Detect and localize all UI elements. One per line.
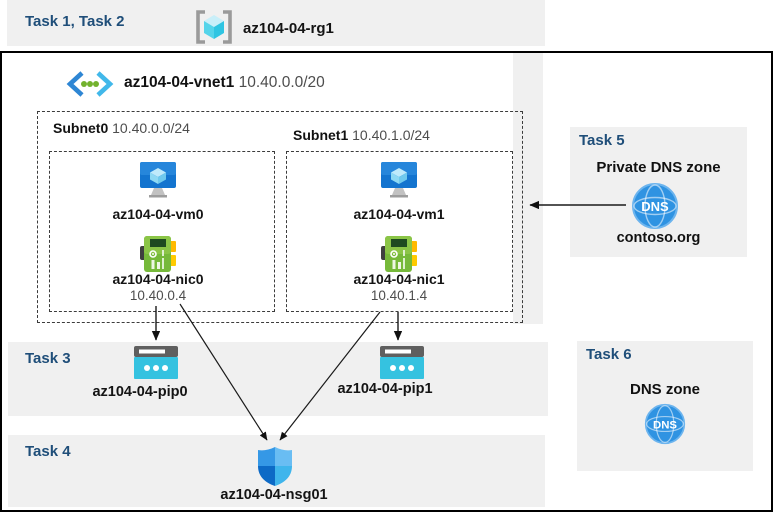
dns-icon-text: DNS bbox=[641, 199, 669, 214]
subnet1-label: Subnet1 10.40.1.0/24 bbox=[293, 127, 430, 143]
vm0-name: az104-04-vm0 bbox=[112, 206, 204, 222]
vm-icon bbox=[381, 162, 417, 198]
nsg-icon bbox=[258, 447, 292, 486]
subnet0-name: Subnet0 bbox=[53, 120, 109, 136]
subnet0-cidr: 10.40.0.0/24 bbox=[112, 120, 190, 136]
vm1-name: az104-04-vm1 bbox=[353, 206, 445, 222]
task4-label: Task 4 bbox=[25, 443, 71, 460]
public-ip-icon bbox=[380, 346, 424, 379]
vm-icon bbox=[140, 162, 176, 198]
vnet-cidr: 10.40.0.0/20 bbox=[238, 74, 325, 91]
resource-group-icon bbox=[196, 10, 232, 44]
pip1-name: az104-04-pip1 bbox=[337, 381, 433, 397]
nic0-name: az104-04-nic0 bbox=[112, 271, 204, 287]
dns-icon: DNS bbox=[632, 183, 678, 229]
nic1-ip: 10.40.1.4 bbox=[370, 288, 428, 303]
task5-title: Private DNS zone bbox=[596, 159, 721, 176]
dns-icon-text: DNS bbox=[653, 419, 677, 431]
resource-group-name: az104-04-rg1 bbox=[243, 20, 334, 37]
task5-label: Task 5 bbox=[579, 132, 625, 149]
task12-panel bbox=[7, 0, 545, 46]
background-strip bbox=[513, 53, 543, 324]
task6-title: DNS zone bbox=[629, 381, 700, 398]
vnet-icon bbox=[66, 71, 114, 97]
subnet1-name: Subnet1 bbox=[293, 127, 349, 143]
subnet0-label: Subnet0 10.40.0.0/24 bbox=[53, 120, 190, 136]
vnet-label: az104-04-vnet1 10.40.0.0/20 bbox=[124, 74, 325, 92]
dns-icon: DNS bbox=[644, 403, 686, 445]
public-ip-icon bbox=[134, 346, 178, 379]
task3-panel bbox=[8, 342, 548, 416]
nic-icon bbox=[140, 236, 176, 272]
task3-label: Task 3 bbox=[25, 350, 71, 367]
vnet-name: az104-04-vnet1 bbox=[124, 74, 235, 91]
task12-label: Task 1, Task 2 bbox=[25, 13, 125, 30]
nic1-name: az104-04-nic1 bbox=[353, 271, 445, 287]
pip0-name: az104-04-pip0 bbox=[92, 384, 188, 400]
nic-icon bbox=[381, 236, 417, 272]
subnet1-cidr: 10.40.1.0/24 bbox=[352, 127, 430, 143]
nic0-ip: 10.40.0.4 bbox=[129, 288, 187, 303]
subnet1-box bbox=[286, 151, 513, 312]
nsg-name: az104-04-nsg01 bbox=[220, 487, 328, 503]
task6-label: Task 6 bbox=[586, 346, 632, 363]
task5-zone-name: contoso.org bbox=[616, 230, 701, 246]
